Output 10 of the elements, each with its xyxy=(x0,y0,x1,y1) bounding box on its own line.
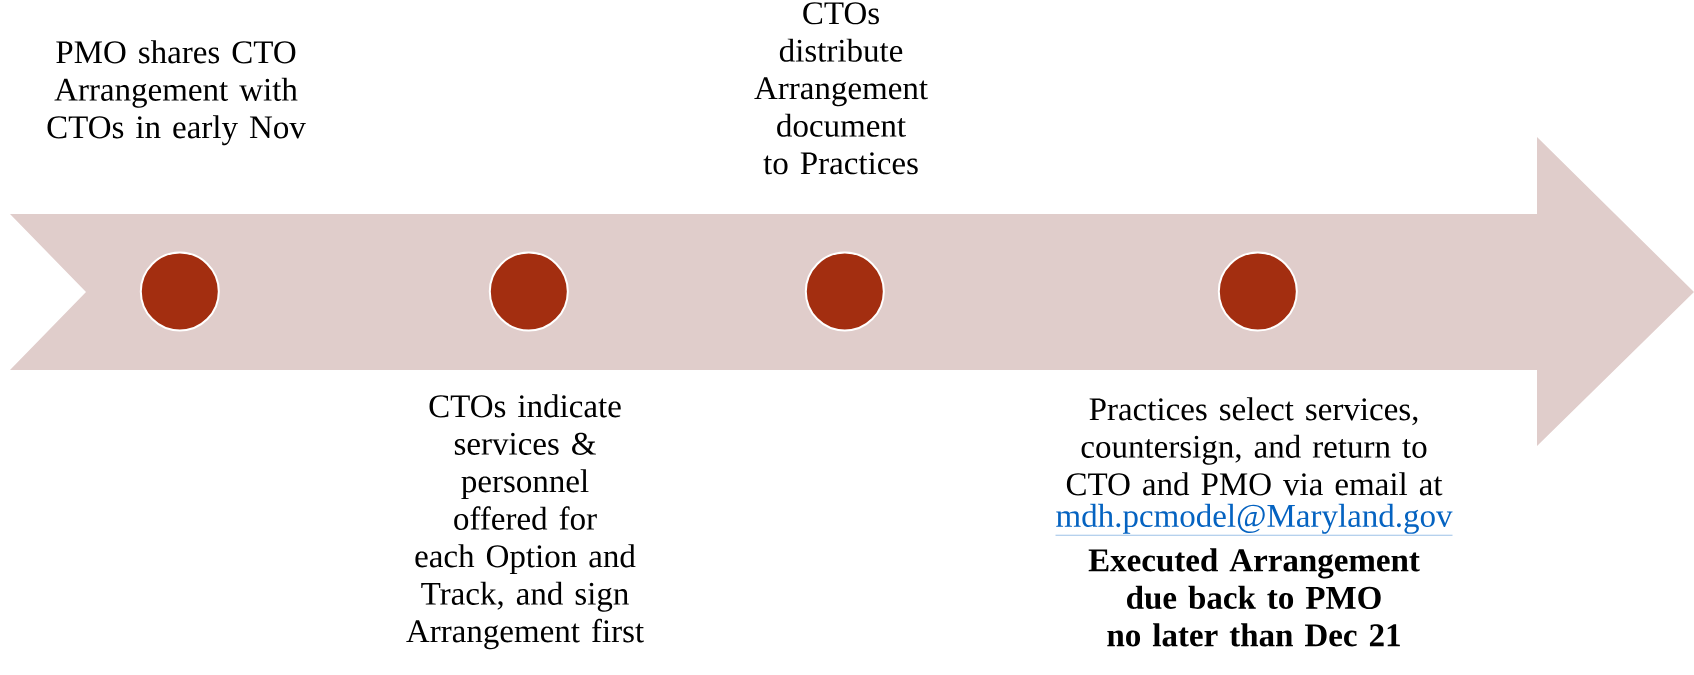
note-text: Executed Arrangement due back to PMO no later than Dec 21 xyxy=(1088,548,1420,647)
step-text: CTOs indicate services & personnel offered for each Option and Track, and sign Arrangement first xyxy=(406,394,644,650)
email-link: mdh.pcmodel@Maryland.gov xyxy=(1055,503,1453,536)
milestone-dot xyxy=(488,251,569,332)
step-text: CTOs distribute Arrangement document to Practices xyxy=(754,2,928,175)
milestone-dot xyxy=(139,251,220,332)
step-text: PMO shares CTO Arrangement with CTOs in early Nov xyxy=(47,40,306,146)
milestone-dot xyxy=(804,251,885,332)
step-text: Practices select services, countersign, and return to CTO and PMO via email at xyxy=(1066,397,1443,496)
milestone-dot xyxy=(1217,251,1298,332)
